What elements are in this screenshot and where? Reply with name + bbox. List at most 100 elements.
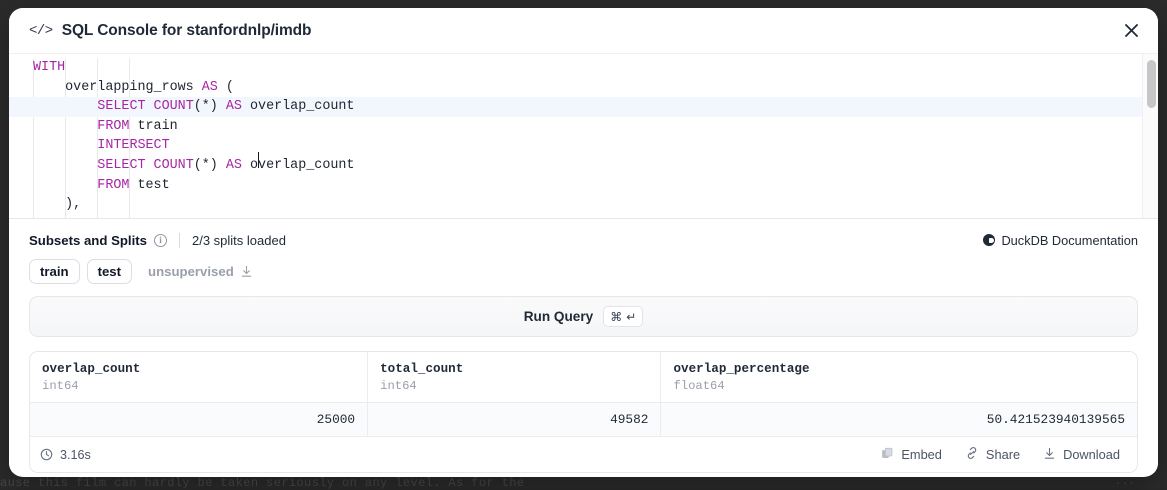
code-token: SELECT COUNT (97, 158, 193, 173)
enter-key-icon: ↵ (626, 310, 636, 324)
code-token: overlapping_rows (33, 80, 202, 95)
duckdb-documentation-label: DuckDB Documentation (1001, 233, 1138, 248)
sql-editor-content[interactable]: WITH overlapping_rows AS ( SELECT COUNT(… (9, 54, 1142, 218)
subsets-and-splits-section: Subsets and Splits i 2/3 splits loaded D… (9, 219, 1158, 284)
code-line[interactable]: ), (9, 195, 1142, 215)
background-page-text: ause this film can hardly be taken serio… (0, 476, 524, 490)
code-token: AS (202, 80, 218, 95)
code-line[interactable]: SELECT COUNT(*) AS overlap_count (9, 97, 1142, 117)
code-token (33, 138, 97, 153)
clock-icon (40, 448, 53, 461)
table-cell: 50.421523940139565 (661, 403, 1137, 437)
results-footer-actions: Embed Share Download (872, 441, 1129, 468)
code-token: INTERSECT (97, 138, 169, 153)
column-type: int64 (380, 379, 648, 393)
code-line[interactable]: FROM train (9, 117, 1142, 137)
column-header[interactable]: overlap_count int64 (30, 352, 368, 403)
editor-scrollbar[interactable] (1142, 54, 1158, 218)
editor-scrollbar-thumb[interactable] (1147, 60, 1156, 108)
modal-header: </> SQL Console for stanfordnlp/imdb (9, 8, 1158, 53)
subsets-header-row: Subsets and Splits i 2/3 splits loaded D… (29, 230, 1138, 250)
close-icon[interactable] (1116, 16, 1146, 46)
download-button[interactable]: Download (1034, 442, 1129, 468)
code-token: AS (226, 158, 242, 173)
column-header[interactable]: total_count int64 (368, 352, 661, 403)
results-footer: 3.16s Embed Share Download (30, 436, 1137, 472)
text-caret (258, 152, 259, 168)
split-chip-label: train (40, 264, 69, 279)
link-icon (965, 446, 979, 463)
embed-button[interactable]: Embed (872, 442, 951, 468)
column-name: total_count (380, 362, 648, 376)
code-line[interactable]: INTERSECT (9, 136, 1142, 156)
share-label: Share (986, 447, 1020, 462)
download-icon (240, 265, 253, 278)
split-chips: train test unsupervised (29, 259, 1138, 284)
duckdb-documentation-link[interactable]: DuckDB Documentation (983, 233, 1138, 248)
query-duration-label: 3.16s (60, 448, 91, 462)
split-chip-train[interactable]: train (29, 259, 80, 284)
download-icon (1043, 447, 1056, 463)
download-label: Download (1063, 447, 1120, 462)
split-chip-label: test (98, 264, 121, 279)
column-type: int64 (42, 379, 355, 393)
run-query-section: Run Query ⌘ ↵ (9, 284, 1158, 337)
code-line[interactable]: WITH (9, 58, 1142, 78)
code-token: train (129, 119, 177, 134)
code-token: SELECT COUNT (97, 99, 193, 114)
duckdb-logo-icon (983, 234, 995, 246)
split-chip-test[interactable]: test (87, 259, 132, 284)
code-line[interactable]: SELECT COUNT(*) AS overlap_count (9, 156, 1142, 176)
table-cell: 49582 (368, 403, 661, 437)
code-token (33, 119, 97, 134)
download-icon[interactable] (240, 265, 253, 278)
code-token: ( (218, 80, 234, 95)
code-token: (*) (194, 99, 226, 114)
sql-console-modal: </> SQL Console for stanfordnlp/imdb WIT… (9, 8, 1158, 477)
page-title: SQL Console for stanfordnlp/imdb (62, 22, 312, 40)
code-lines[interactable]: WITH overlapping_rows AS ( SELECT COUNT(… (9, 58, 1142, 215)
subsets-label: Subsets and Splits (29, 233, 147, 248)
code-token (33, 99, 97, 114)
code-line[interactable]: overlapping_rows AS ( (9, 78, 1142, 98)
query-duration: 3.16s (40, 448, 91, 462)
run-query-shortcut-badge: ⌘ ↵ (603, 306, 643, 327)
code-token: (*) (194, 158, 226, 173)
splits-loaded-status: 2/3 splits loaded (192, 233, 286, 248)
code-line[interactable]: FROM test (9, 176, 1142, 196)
split-chip-label: unsupervised (148, 264, 234, 279)
divider (179, 233, 180, 248)
code-token: test (129, 178, 169, 193)
column-type: float64 (673, 379, 1125, 393)
share-button[interactable]: Share (956, 441, 1029, 468)
column-header[interactable]: overlap_percentage float64 (661, 352, 1137, 403)
code-brackets-icon: </> (29, 23, 53, 39)
run-query-label: Run Query (524, 309, 594, 324)
code-token: AS (226, 99, 242, 114)
cmd-key-icon: ⌘ (610, 310, 622, 324)
code-token: FROM (97, 119, 129, 134)
code-token: FROM (97, 178, 129, 193)
code-token (33, 158, 97, 173)
background-page-text-right: ... (1115, 476, 1135, 488)
column-name: overlap_percentage (673, 362, 1125, 376)
split-chip-unsupervised[interactable]: unsupervised (139, 259, 264, 284)
sql-editor[interactable]: WITH overlapping_rows AS ( SELECT COUNT(… (9, 53, 1158, 219)
code-token (33, 178, 97, 193)
code-token: overlap_count (242, 99, 355, 114)
info-icon[interactable]: i (154, 234, 167, 247)
code-token: WITH (33, 60, 65, 75)
copy-icon (881, 447, 894, 463)
code-token: ), (33, 197, 81, 212)
embed-label: Embed (901, 447, 942, 462)
run-query-button[interactable]: Run Query ⌘ ↵ (29, 296, 1138, 337)
table-cell: 25000 (30, 403, 368, 437)
column-name: overlap_count (42, 362, 355, 376)
